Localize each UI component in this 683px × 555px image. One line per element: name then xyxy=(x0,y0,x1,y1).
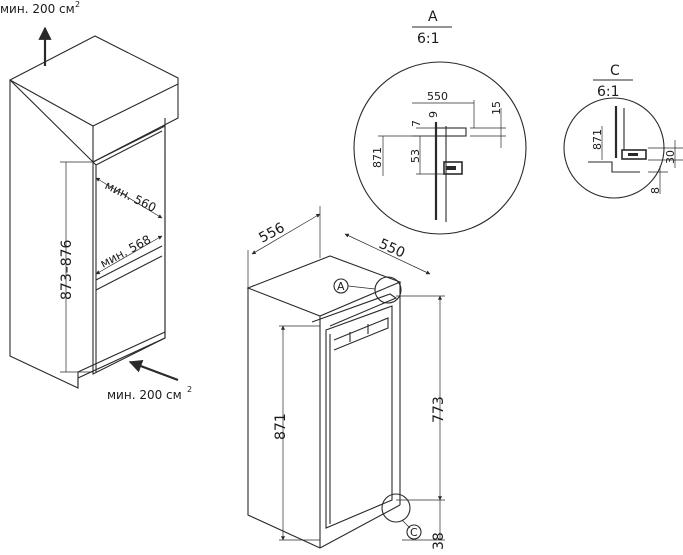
vent-top-label: мин. 200 см xyxy=(0,2,75,16)
detail-c-30: 30 xyxy=(664,150,677,164)
height-871-label: 871 xyxy=(273,413,289,440)
detail-c-871: 871 xyxy=(591,129,604,150)
detail-c-foot xyxy=(621,149,647,160)
marker-a-text: A xyxy=(337,280,345,293)
height-range-label: 873–876 xyxy=(59,239,75,300)
height-773-label: 773 xyxy=(431,396,447,423)
detail-a-9: 9 xyxy=(427,111,440,118)
detail-a-550: 550 xyxy=(427,90,448,103)
detail-a-15: 15 xyxy=(490,101,503,115)
depth-550-label: 550 xyxy=(376,236,407,261)
top-bracket xyxy=(311,293,398,327)
door-hinge xyxy=(333,317,389,351)
appliance-drawing: 556 550 A 871 773 38 C xyxy=(246,206,447,550)
width-556-line xyxy=(251,213,321,255)
detail-c-8: 8 xyxy=(649,187,662,194)
detail-c-screw xyxy=(628,153,638,156)
cabinet-top-edge xyxy=(9,79,94,127)
detail-c: C 6:1 871 30 8 xyxy=(563,63,683,199)
width-min-label: мин. 560 xyxy=(103,178,159,215)
offset-38-label: 38 xyxy=(431,532,447,550)
vent-bottom-sup: 2 xyxy=(187,385,192,394)
marker-a-badge xyxy=(333,278,349,294)
detail-a-871: 871 xyxy=(371,147,384,168)
detail-a-lens xyxy=(353,61,527,235)
detail-c-circle xyxy=(381,493,411,523)
appliance-top xyxy=(246,255,402,317)
appliance-left-edge xyxy=(247,288,321,549)
detail-a-bracket xyxy=(443,161,463,175)
detail-c-plinth xyxy=(588,161,640,173)
detail-a-circle xyxy=(374,276,402,304)
detail-a: A 6:1 550 15 7 9 871 53 xyxy=(353,9,527,235)
appliance-door xyxy=(325,305,393,529)
depth-550-line xyxy=(344,233,431,275)
detail-c-scale: 6:1 xyxy=(597,84,620,100)
detail-a-scale: 6:1 xyxy=(417,31,440,47)
detail-a-screw xyxy=(446,166,456,170)
cabinet-top-edge2 xyxy=(92,83,179,127)
appliance-bottom-edge xyxy=(319,504,401,549)
marker-c-text: C xyxy=(410,526,418,539)
marker-c-badge xyxy=(406,524,422,540)
depth-dim-line xyxy=(95,235,163,275)
marker-a-leader xyxy=(347,285,376,290)
width-dim-line xyxy=(95,177,163,219)
detail-a-top-plate xyxy=(435,127,467,137)
cabinet-inner-top xyxy=(95,130,163,166)
vent-bottom-arrow xyxy=(128,359,179,382)
detail-a-53: 53 xyxy=(409,149,422,163)
detail-a-7: 7 xyxy=(410,120,423,127)
cabinet-drawing: мин. 200 см 2 873–876 мин. 560 мин. 568 … xyxy=(0,0,192,402)
cabinet-top xyxy=(9,35,179,163)
detail-a-label: A xyxy=(428,9,438,25)
detail-c-label: C xyxy=(610,63,620,79)
vent-top-sup: 2 xyxy=(75,0,80,9)
cabinet-opening xyxy=(92,125,166,375)
vent-bottom-label: мин. 200 см xyxy=(107,388,182,402)
